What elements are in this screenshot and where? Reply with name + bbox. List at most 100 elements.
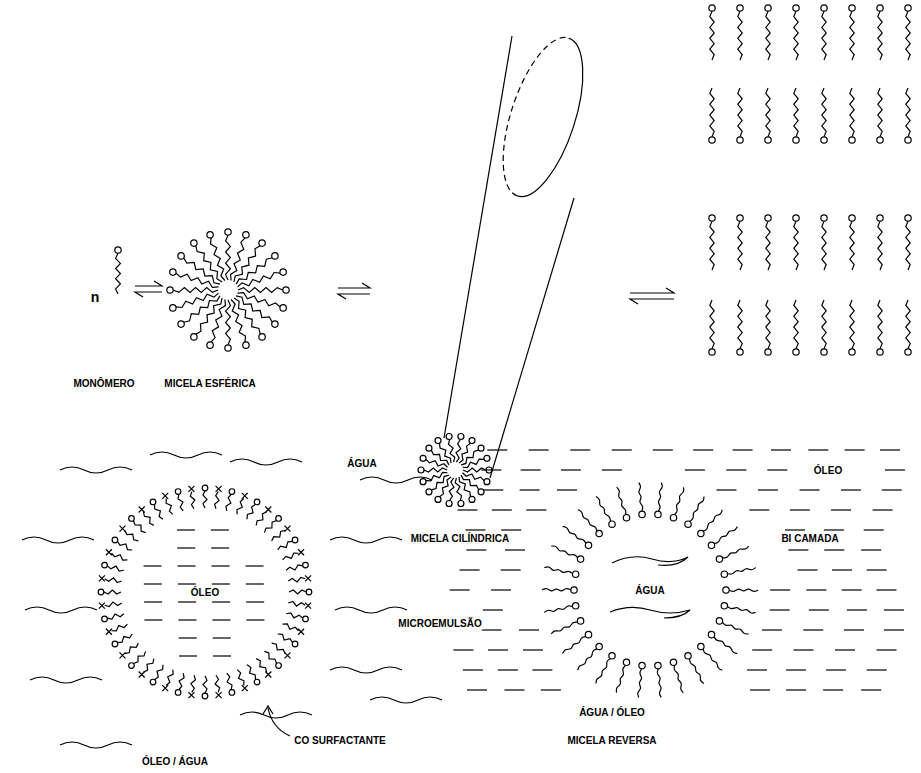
- node-text: ÓLEO: [188, 586, 222, 599]
- surfactant-head: [229, 489, 235, 495]
- surfactant-head: [849, 349, 855, 355]
- leader-arrow: [263, 706, 273, 714]
- surfactant-head: [655, 511, 661, 517]
- surfactant-tail: [596, 659, 610, 684]
- surfactant-head: [283, 287, 289, 293]
- surfactant-head: [418, 467, 424, 473]
- surfactant-head: [905, 349, 911, 355]
- surfactant-head: [609, 521, 615, 527]
- surfactant-tail: [143, 659, 153, 673]
- surfactant-tail: [112, 624, 128, 631]
- cosurfactant-head: [139, 506, 145, 512]
- water-waves: [22, 452, 690, 748]
- surfactant-tail: [231, 300, 245, 343]
- surfactant-tail: [247, 665, 256, 680]
- surfactant-head: [849, 137, 855, 143]
- surfactant-head: [877, 215, 883, 221]
- caption-label: MONÔMERO: [71, 377, 136, 390]
- cosurfactant-head: [285, 652, 291, 658]
- surfactant-head: [280, 269, 286, 275]
- surfactant-head: [254, 499, 260, 505]
- surfactant-tail: [264, 520, 276, 532]
- surfactant-tail: [286, 613, 303, 618]
- surfactant-head: [306, 589, 312, 595]
- cosurfactant-head: [162, 685, 168, 691]
- surfactant-tail: [616, 665, 625, 692]
- surfactant-tail: [191, 675, 196, 692]
- surfactant-tail: [448, 439, 454, 462]
- surfactant-tail: [190, 492, 195, 509]
- surfactant-tail: [878, 300, 882, 349]
- surfactant-tail: [264, 651, 276, 663]
- surfactant-tail: [674, 665, 683, 692]
- surfactant-head: [484, 455, 490, 461]
- surfactant-head: [585, 542, 591, 548]
- surfactant-head: [709, 5, 715, 11]
- surfactant-tail: [288, 577, 305, 582]
- cosurfactant-head: [106, 549, 112, 555]
- surfactant-head: [709, 137, 715, 143]
- surfactant-tail: [551, 546, 577, 558]
- surfactant-head: [484, 479, 490, 485]
- surfactant-head: [849, 215, 855, 221]
- surfactant-tail: [738, 11, 742, 60]
- surfactant-head: [243, 232, 249, 238]
- surfactant-head: [229, 690, 235, 696]
- surfactant-head: [469, 496, 475, 502]
- surfactant-head: [577, 618, 583, 624]
- surfactant-tail: [173, 288, 218, 293]
- surfactant-tail: [722, 546, 748, 558]
- surfactant-tail: [283, 553, 299, 560]
- surfactant-tail: [166, 670, 173, 686]
- equilibrium-arrow: [135, 281, 162, 286]
- cosurfactant-head: [216, 486, 222, 492]
- surfactant-head: [191, 240, 197, 246]
- surfactant-tail: [822, 11, 826, 60]
- cosurfactant-head: [139, 672, 145, 678]
- surfactant-tail: [226, 235, 231, 280]
- equilibrium-arrow: [630, 288, 674, 293]
- surfactant-tail: [166, 499, 173, 515]
- surfactant-tail: [226, 300, 231, 345]
- cosurfactant-head: [188, 692, 194, 698]
- surfactant-head: [272, 253, 278, 259]
- surfactant-tail: [154, 665, 163, 680]
- phase-label: ÁGUA: [345, 457, 378, 470]
- cosurfactant-head: [265, 672, 271, 678]
- caption-label: ÓLEO / ÁGUA: [140, 755, 210, 768]
- surfactant-tail: [710, 88, 714, 137]
- surfactant-tail: [738, 88, 742, 137]
- surfactant-head: [685, 521, 691, 527]
- phase-label: ÓLEO: [812, 464, 844, 477]
- surfactant-tail: [906, 11, 910, 60]
- surfactant-head: [112, 641, 118, 647]
- caption-label: MICELA REVERSA: [565, 734, 658, 747]
- surfactant-head: [167, 287, 173, 293]
- surfactant-tail: [247, 504, 256, 519]
- surfactant-head: [272, 321, 278, 327]
- surfactant-tail: [766, 300, 770, 349]
- equilibrium-arrow: [630, 299, 674, 304]
- surfactant-head: [905, 5, 911, 11]
- surfactant-tail: [179, 673, 184, 690]
- cosurfactant-head: [242, 493, 248, 499]
- caption-label: ÁGUA / ÓLEO: [577, 706, 647, 719]
- surfactant-head: [276, 663, 282, 669]
- surfactant-head: [178, 253, 184, 259]
- surfactant-head: [225, 229, 231, 235]
- surfactant-head: [178, 321, 184, 327]
- surfactant-tail: [431, 450, 449, 465]
- surfactant-tail: [125, 530, 139, 540]
- surfactant-head: [243, 342, 249, 348]
- surfactant-head: [765, 5, 771, 11]
- cylinder-end: [517, 38, 599, 206]
- cosurfactant-head: [298, 629, 304, 635]
- cosurfactant-head: [242, 685, 248, 691]
- surfactant-head: [207, 342, 213, 348]
- surfactant-tail: [176, 293, 219, 307]
- surfactant-head: [175, 690, 181, 696]
- surfactant-tail: [727, 606, 755, 613]
- surfactant-tail: [237, 670, 244, 686]
- surfactant-head: [708, 542, 714, 548]
- surfactant-tail: [551, 622, 577, 634]
